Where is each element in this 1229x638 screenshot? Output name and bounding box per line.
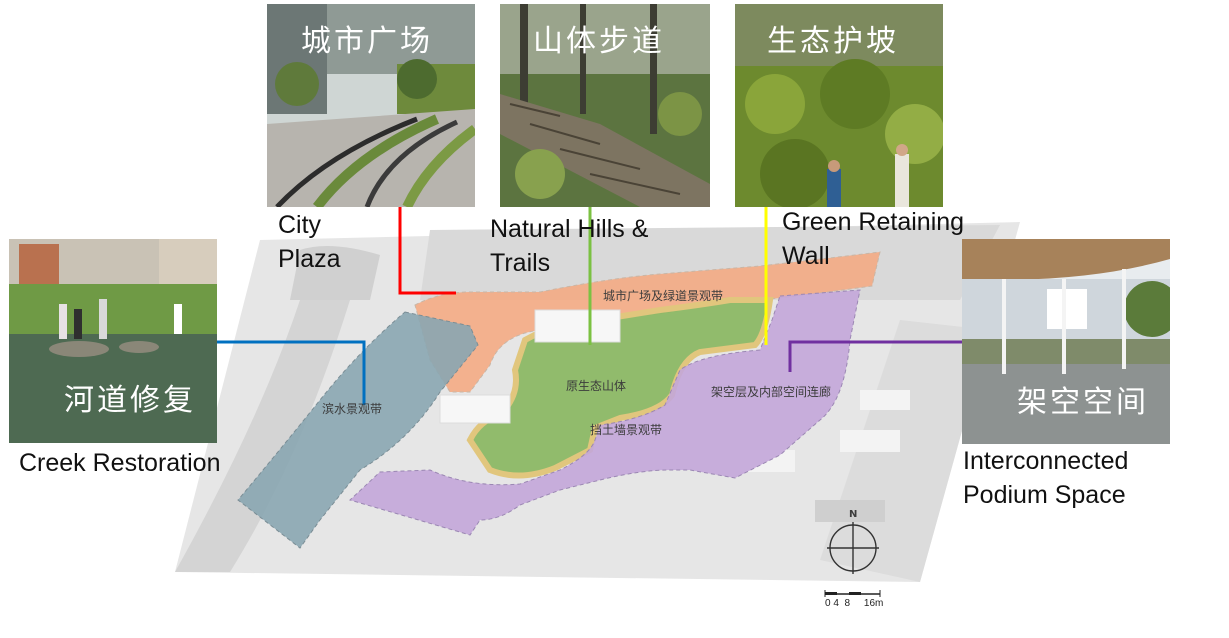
podium-image: [962, 239, 1170, 444]
photo-retaining-wall: 生态护坡: [735, 4, 943, 207]
label-retaining-wall: Green Retaining Wall: [782, 208, 965, 270]
photo-title-podium: 架空空间: [1017, 385, 1149, 420]
zone-label-waterfront: 滨水景观带: [322, 402, 383, 416]
hills-trails-image: [500, 4, 710, 207]
building-east-1: [840, 430, 900, 452]
photo-hills-trails: 山体步道: [500, 4, 710, 207]
creek-image: [9, 239, 217, 443]
scale-label: 0 4 8 16m: [825, 598, 884, 609]
photo-title-retaining-wall: 生态护坡: [767, 24, 899, 59]
scale-bar: [824, 590, 881, 597]
north-label: N: [849, 509, 858, 520]
leader-line-city-plaza: [398, 195, 456, 295]
building-north: [534, 309, 621, 343]
photo-creek: 河道修复: [9, 239, 217, 443]
road-west: [175, 300, 350, 572]
zone-label-retaining-wall-belt: 挡土墙景观带: [590, 423, 663, 437]
zone-podium-corridor: [349, 289, 861, 536]
leader-line-creek: [210, 340, 366, 405]
label-hills-trails: Natural Hills & Trails: [490, 215, 649, 277]
photo-title-city-plaza: 城市广场: [301, 24, 433, 59]
label-creek: Creek Restoration: [19, 449, 221, 477]
photo-title-creek: 河道修复: [64, 383, 196, 418]
photo-title-hills-trails: 山体步道: [533, 24, 665, 59]
road-northwest: [290, 246, 380, 300]
zone-label-ecological-hill: 原生态山体: [566, 379, 627, 393]
label-city-plaza: City Plaza: [278, 211, 341, 273]
zone-label-podium-corridor: 架空层及内部空间连廊: [711, 385, 832, 399]
zone-waterfront: [237, 311, 479, 549]
retaining-wall-image: [735, 4, 943, 207]
compass-rose-icon: [827, 522, 879, 574]
building-west: [439, 394, 511, 424]
label-podium: Interconnected Podium Space: [963, 447, 1129, 509]
photo-city-plaza: 城市广场: [267, 4, 475, 207]
parking-strip: [815, 500, 885, 522]
zone-label-plaza-greenway: 城市广场及绿道景观带: [603, 289, 724, 303]
leader-line-podium: [788, 340, 966, 372]
photo-podium: 架空空间: [962, 239, 1170, 444]
city-plaza-image: [267, 4, 475, 207]
building-east-2: [860, 390, 910, 410]
